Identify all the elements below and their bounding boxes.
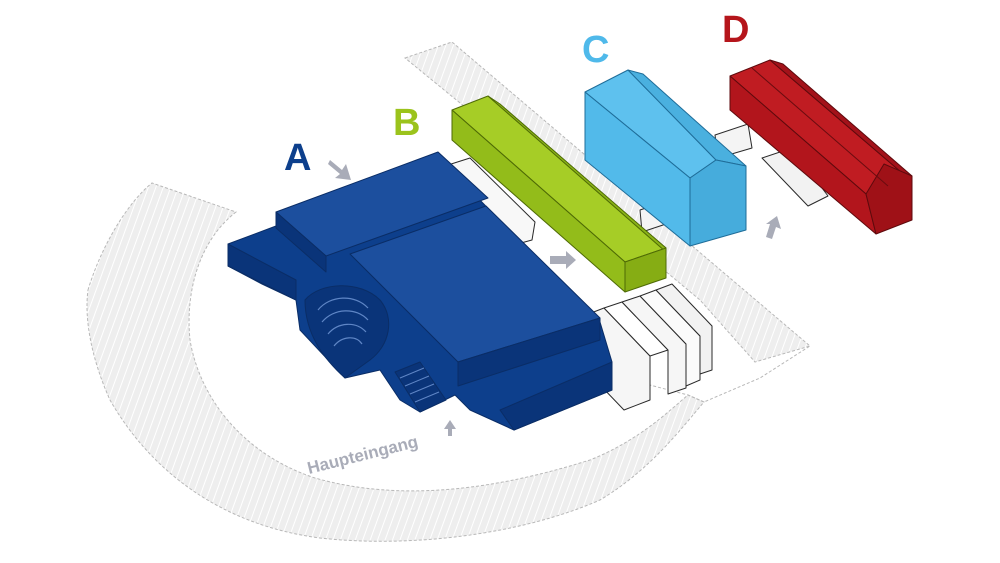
building-a[interactable] (227, 151, 613, 431)
building-a-main-front (457, 317, 601, 387)
building-d-ridge (751, 67, 889, 187)
access-arrows (328, 160, 781, 436)
building-a-entrance-step-lines (399, 367, 440, 403)
building-a-rotunda (304, 285, 390, 379)
building-labels: A B C D (284, 9, 749, 179)
building-a-left-front (227, 243, 297, 301)
front-bar-4 (655, 283, 713, 375)
arrow-up-icon (444, 420, 456, 436)
building-a-lower-front (499, 361, 613, 431)
building-b-end-face (624, 247, 667, 293)
building-a-label: A (284, 137, 311, 179)
arrow-icon (328, 160, 351, 180)
building-d[interactable] (729, 59, 913, 235)
building-c-label: C (582, 29, 609, 71)
entrance-plaza-edge (599, 345, 811, 403)
arrow-icon (766, 216, 781, 239)
building-d-label: D (722, 9, 749, 51)
building-c-gable (689, 159, 747, 247)
building-c[interactable] (584, 69, 747, 247)
building-b[interactable] (451, 95, 667, 293)
outer-curved-path (86, 182, 705, 542)
building-a-rotunda-steps (317, 297, 369, 347)
arrow-icon (550, 251, 576, 269)
main-entrance-label: Haupteingang (305, 432, 420, 478)
building-d-gable (865, 163, 913, 235)
building-a-upper-front (275, 211, 327, 273)
building-b-label: B (393, 102, 420, 144)
